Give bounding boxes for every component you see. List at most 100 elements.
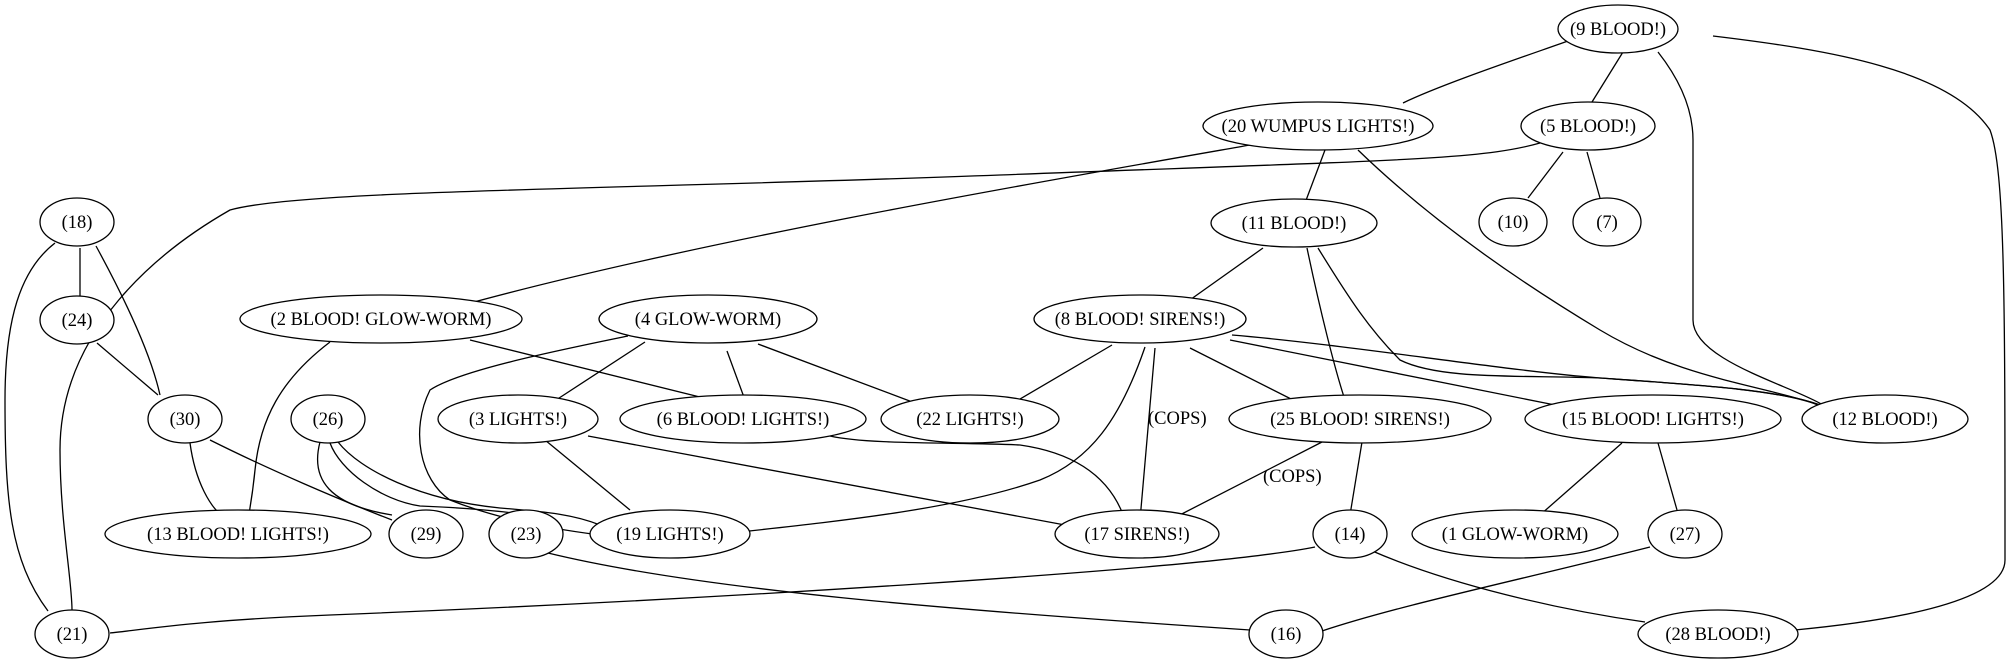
edge-2-6 [469, 339, 721, 403]
edge-8-22 [1014, 344, 1113, 403]
node-27-label: (27) [1670, 525, 1701, 545]
edge-4-3 [552, 341, 646, 403]
node-19-label: (19 LIGHTS!) [616, 525, 723, 545]
edge-14-21 [109, 546, 1316, 634]
node-2[interactable]: (2 BLOOD! GLOW-WORM) [239, 294, 523, 344]
edge-9-12 [1657, 51, 1824, 406]
edge-5-21 [59, 142, 1541, 611]
node-18-label: (18) [62, 213, 93, 233]
edge-26-29 [316, 441, 393, 516]
edge-18-30 [95, 245, 161, 396]
node-13[interactable]: (13 BLOOD! LIGHTS!) [104, 509, 372, 559]
node-30[interactable]: (30) [147, 394, 223, 444]
edge-20-12 [1357, 149, 1821, 406]
node-10[interactable]: (10) [1478, 197, 1548, 247]
edge-9-28 [1712, 35, 2006, 631]
node-10-label: (10) [1498, 213, 1529, 233]
edge-14-28 [1369, 549, 1646, 623]
node-17-label: (17 SIRENS!) [1084, 525, 1189, 545]
node-17[interactable]: (17 SIRENS!) [1054, 509, 1220, 559]
edge-11-12 [1317, 247, 1821, 406]
edge-4-6 [726, 350, 746, 401]
node-3[interactable]: (3 LIGHTS!) [437, 394, 599, 444]
edge-25-17 [1169, 441, 1323, 521]
node-26-label: (26) [313, 410, 344, 430]
node-13-label: (13 BLOOD! LIGHTS!) [147, 525, 329, 545]
node-8[interactable]: (8 BLOOD! SIRENS!) [1033, 294, 1247, 344]
node-5-label: (5 BLOOD!) [1540, 117, 1636, 137]
node-29[interactable]: (29) [388, 509, 464, 559]
edge-20-11 [1304, 149, 1326, 204]
node-30-label: (30) [170, 410, 201, 430]
node-27[interactable]: (27) [1647, 509, 1723, 559]
node-1[interactable]: (1 GLOW-WORM) [1411, 509, 1619, 559]
node-6[interactable]: (6 BLOOD! LIGHTS!) [619, 394, 867, 444]
node-3-label: (3 LIGHTS!) [469, 410, 567, 430]
node-22-label: (22 LIGHTS!) [916, 410, 1023, 430]
node-18[interactable]: (18) [39, 197, 115, 247]
node-6-label: (6 BLOOD! LIGHTS!) [657, 410, 830, 430]
node-11[interactable]: (11 BLOOD!) [1210, 198, 1378, 248]
edge-11-8 [1186, 247, 1264, 303]
node-28[interactable]: (28 BLOOD!) [1637, 609, 1799, 659]
node-11-label: (11 BLOOD!) [1242, 214, 1347, 234]
edge-6-17 [829, 435, 1126, 521]
edge-label-25-17: (COPS) [1263, 467, 1322, 487]
node-28-label: (28 BLOOD!) [1665, 625, 1770, 645]
edge-5-7 [1586, 151, 1601, 199]
edge-3-17 [587, 435, 1066, 526]
node-1-label: (1 GLOW-WORM) [1442, 525, 1588, 545]
edge-5-10 [1527, 151, 1564, 199]
node-21[interactable]: (21) [34, 609, 110, 659]
edge-11-25 [1306, 247, 1346, 401]
edge-4-22 [757, 343, 916, 404]
node-4-label: (4 GLOW-WORM) [635, 310, 781, 330]
edge-27-16 [1321, 546, 1651, 632]
edge-8-15 [1229, 339, 1556, 406]
edge-23-16 [547, 552, 1251, 631]
node-24[interactable]: (24) [39, 295, 115, 345]
node-2-label: (2 BLOOD! GLOW-WORM) [271, 310, 492, 330]
edge-30-13 [189, 442, 229, 521]
edge-3-19 [544, 439, 631, 511]
node-21-label: (21) [57, 625, 88, 645]
node-25-label: (25 BLOOD! SIRENS!) [1270, 410, 1450, 430]
edge-8-25 [1189, 347, 1298, 403]
node-29-label: (29) [411, 525, 442, 545]
edge-26-23 [329, 442, 527, 516]
node-5[interactable]: (5 BLOOD!) [1520, 101, 1656, 151]
edge-24-30 [96, 342, 159, 396]
node-8-label: (8 BLOOD! SIRENS!) [1055, 310, 1226, 330]
node-20-label: (20 WUMPUS LIGHTS!) [1222, 117, 1415, 137]
node-4[interactable]: (4 GLOW-WORM) [598, 294, 818, 344]
node-22[interactable]: (22 LIGHTS!) [880, 394, 1060, 444]
node-26[interactable]: (26) [290, 394, 366, 444]
edge-8-17 [1139, 347, 1156, 521]
node-20[interactable]: (20 WUMPUS LIGHTS!) [1202, 101, 1434, 151]
node-16-label: (16) [1271, 625, 1302, 645]
edge-26-19 [337, 441, 601, 526]
edge-15-27 [1657, 442, 1678, 511]
node-15[interactable]: (15 BLOOD! LIGHTS!) [1524, 394, 1782, 444]
node-23-label: (23) [511, 525, 542, 545]
edge-20-2 [462, 144, 1251, 306]
node-14[interactable]: (14) [1312, 509, 1388, 559]
edge-9-20 [1402, 40, 1569, 104]
node-23[interactable]: (23) [488, 509, 564, 559]
node-12-label: (12 BLOOD!) [1832, 410, 1937, 430]
edge-8-19 [739, 346, 1146, 533]
node-25[interactable]: (25 BLOOD! SIRENS!) [1228, 394, 1492, 444]
node-7[interactable]: (7) [1572, 197, 1642, 247]
node-9[interactable]: (9 BLOOD!) [1557, 4, 1679, 54]
edge-labels: (COPS) (COPS) [1148, 409, 1322, 487]
node-7-label: (7) [1596, 213, 1618, 233]
node-9-label: (9 BLOOD!) [1570, 20, 1666, 40]
node-12[interactable]: (12 BLOOD!) [1801, 394, 1969, 444]
edge-8-12 [1231, 334, 1819, 406]
edge-18-21 [4, 242, 56, 612]
edge-25-14 [1349, 441, 1363, 516]
node-19[interactable]: (19 LIGHTS!) [589, 509, 751, 559]
node-16[interactable]: (16) [1248, 609, 1324, 659]
